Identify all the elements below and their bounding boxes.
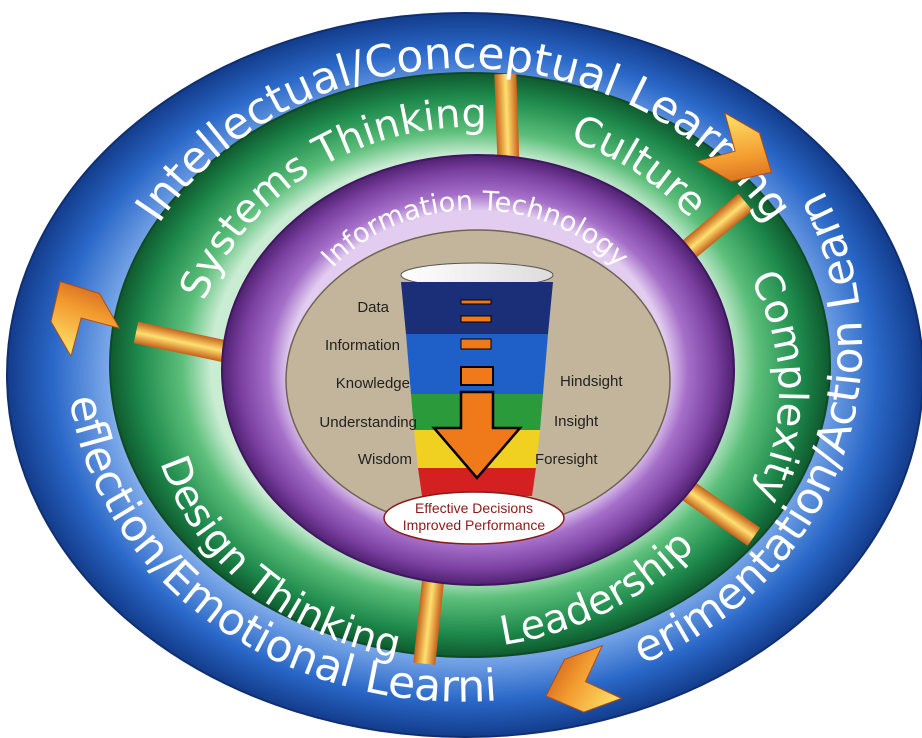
- label-knowledge: Knowledge: [336, 375, 410, 392]
- chevron-arrow-top-right-icon: [695, 111, 773, 182]
- down-arrow-icon: [431, 390, 523, 480]
- funnel-mark-4: [460, 366, 494, 386]
- funnel-band-wisdom: [418, 468, 536, 496]
- label-foresight: Foresight: [535, 451, 598, 468]
- outcome-line-1: Effective Decisions: [415, 500, 533, 516]
- label-hindsight: Hindsight: [560, 373, 623, 390]
- label-understanding: Understanding: [319, 414, 417, 431]
- separator-left: [133, 321, 229, 363]
- label-data: Data: [357, 299, 389, 316]
- label-wisdom: Wisdom: [358, 451, 412, 468]
- funnel-mark-2: [460, 315, 492, 323]
- funnel-band-information: [406, 334, 548, 394]
- separator-top: [494, 73, 520, 169]
- funnel-band-data: [401, 282, 553, 334]
- label-insight: Insight: [554, 413, 599, 430]
- outcome-line-2: Improved Performance: [403, 517, 546, 533]
- outcome-oval: [383, 491, 565, 545]
- funnel-mark-3: [460, 338, 492, 350]
- separator-right: [673, 476, 761, 546]
- separator-bottom: [413, 573, 445, 665]
- chevron-arrow-left-icon: [50, 280, 121, 358]
- label-information: Information: [325, 337, 400, 354]
- ring-separators: [133, 73, 761, 665]
- knowledge-funnel: [400, 262, 554, 496]
- funnel-mark-1: [460, 299, 492, 305]
- chevron-arrow-bottom-icon: [545, 644, 623, 713]
